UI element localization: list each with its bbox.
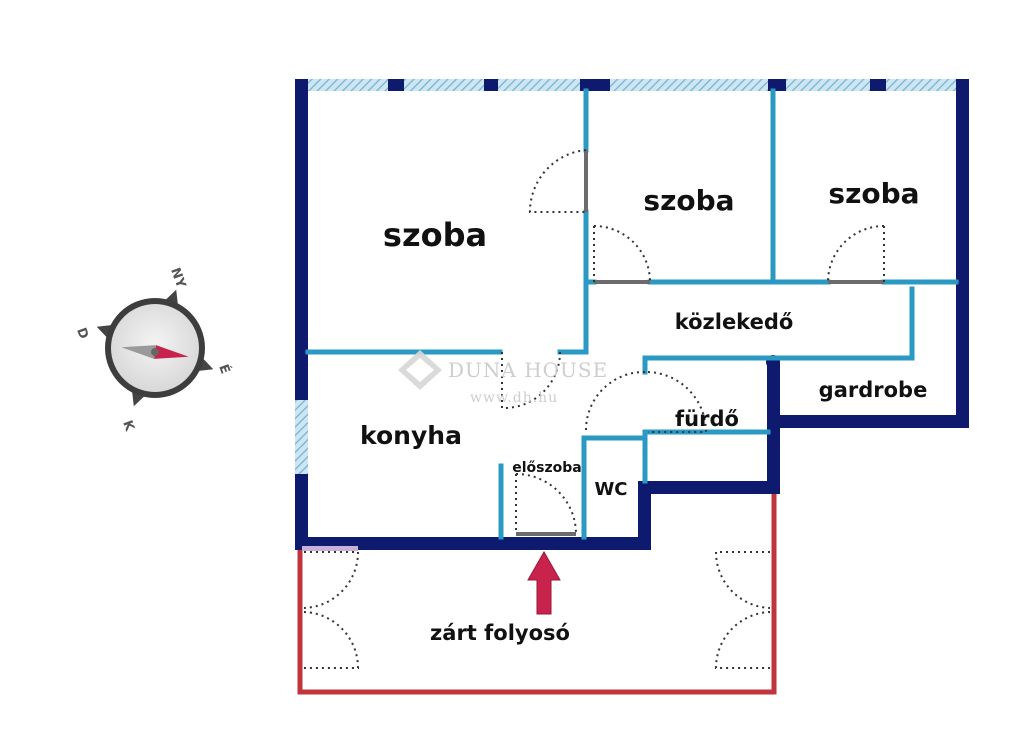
outer-wall (295, 537, 651, 550)
compass-needle-icon (121, 345, 189, 359)
door-swing (528, 149, 587, 213)
door-swing (303, 611, 360, 669)
room-label-zart-folyoso: zárt folyosó (430, 621, 570, 645)
outer-wall (956, 79, 969, 428)
door-swing (303, 551, 360, 609)
door-thresholds (516, 150, 884, 536)
room-label-szoba-right: szoba (828, 177, 919, 210)
corridor-window (302, 546, 358, 551)
room-label-szoba-mid: szoba (643, 184, 734, 217)
room-labels: szoba szoba szoba közlekedő gardrobe kon… (360, 177, 927, 645)
window (610, 79, 768, 91)
door-swing (593, 225, 651, 283)
compass-label-east: É (215, 362, 233, 376)
door-swing (647, 371, 708, 433)
room-label-gardrobe: gardrobe (819, 378, 928, 402)
compass-label-south: K (119, 419, 137, 434)
wall-pier (768, 79, 786, 91)
wall-pier (956, 79, 969, 91)
room-label-wc: WC (594, 479, 627, 500)
door-swings (303, 149, 885, 669)
room-label-kozlekedo: közlekedő (675, 310, 794, 334)
windows (295, 79, 968, 474)
outer-wall (295, 79, 308, 400)
corridor-wall (297, 494, 777, 695)
window (304, 79, 388, 91)
outer-wall (295, 474, 308, 550)
outer-wall (638, 481, 780, 494)
compass-label-north: NY (167, 266, 188, 291)
watermark-brand: DUNA HOUSE (448, 358, 608, 382)
room-label-konyha: konyha (360, 421, 462, 450)
wall-pier (484, 79, 498, 91)
wall-pier (295, 79, 304, 91)
wall-pier (870, 79, 886, 91)
window (404, 79, 484, 91)
corridor-walls (297, 494, 777, 695)
door-swing (501, 351, 561, 410)
door-swing (714, 611, 771, 669)
door-swing (714, 551, 771, 609)
door-swing (827, 225, 885, 283)
watermark-url: www.dh.hu (470, 390, 558, 406)
window (886, 79, 968, 91)
wall-pier (388, 79, 404, 91)
entrance-arrow-icon (527, 550, 561, 615)
room-label-furdo: fürdő (675, 407, 739, 431)
window (786, 79, 870, 91)
window (295, 400, 308, 474)
watermark: DUNA HOUSE www.dh.hu (398, 350, 608, 406)
outer-walls (295, 79, 969, 550)
outer-wall (767, 415, 969, 428)
door-swing (515, 473, 577, 535)
room-label-eloszoba: előszoba (512, 460, 581, 476)
room-label-szoba-main: szoba (383, 216, 487, 254)
outer-wall (638, 481, 651, 550)
wall-pier (580, 79, 610, 91)
inner-walls (305, 88, 959, 540)
window (498, 79, 580, 91)
compass-label-west: D (73, 326, 91, 341)
